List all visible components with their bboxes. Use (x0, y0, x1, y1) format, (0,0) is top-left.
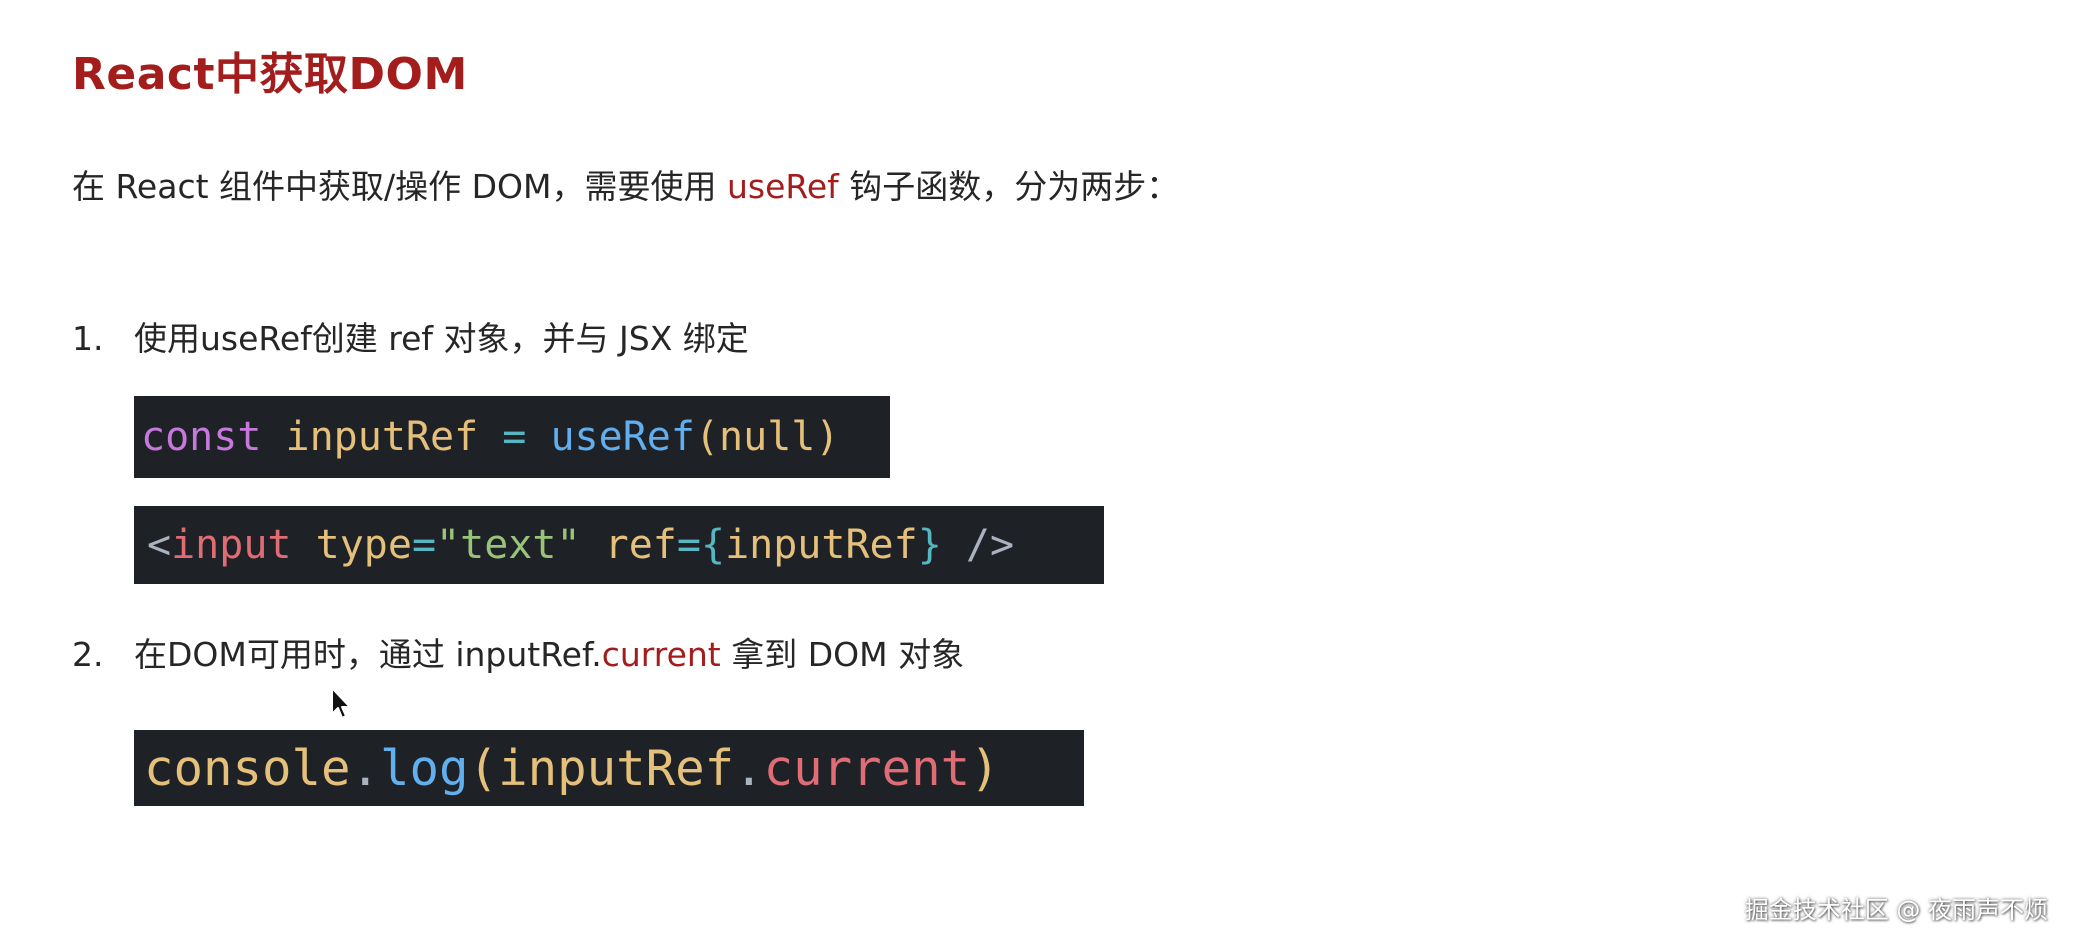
code-property: current (763, 739, 971, 797)
code-function: log (380, 739, 469, 797)
step-1: 1. 使用useRef创建 ref 对象，并与 JSX 绑定 (72, 312, 749, 360)
watermark: 掘金技术社区 @ 夜雨声不烦 (1744, 896, 2048, 924)
intro-text-after: 钩子函数，分为两步： (838, 167, 1180, 206)
code-block-console-log: console.log(inputRef.current) (134, 730, 1084, 806)
code-keyword: const (141, 414, 262, 460)
code-eq: = (411, 522, 437, 568)
code-eq: = (676, 522, 701, 568)
code-ref-value: inputRef (725, 522, 918, 568)
code-attr-type: type (315, 522, 412, 568)
mouse-pointer-icon (331, 687, 351, 719)
code-argument: inputRef (498, 739, 735, 797)
code-tag-name: input (171, 522, 292, 568)
code-brace-open: { (700, 522, 726, 568)
step-2-highlight-current: current (601, 635, 721, 674)
step-1-number: 1. (72, 319, 104, 358)
code-brace-close: } (917, 522, 942, 568)
page-title: React中获取DOM (72, 49, 468, 100)
code-tag-close: /> (965, 522, 1015, 568)
code-dot: . (350, 739, 381, 797)
code-paren-open: ( (468, 739, 499, 797)
step-2-text-before: 在DOM可用时，通过 inputRef. (134, 635, 602, 674)
code-tag-open: < (147, 522, 172, 568)
step-2: 2. 在DOM可用时，通过 inputRef.current 拿到 DOM 对象 (72, 628, 964, 676)
code-paren-open: ( (694, 414, 720, 460)
code-paren-close: ) (970, 739, 1000, 797)
code-paren-close: ) (815, 414, 840, 460)
code-argument: null (719, 414, 816, 460)
code-object: console (144, 739, 351, 797)
code-operator: = (502, 414, 527, 460)
intro-text-before: 在 React 组件中获取/操作 DOM，需要使用 (72, 167, 727, 206)
intro-highlight-useref: useRef (727, 167, 839, 206)
code-function: useRef (550, 414, 695, 460)
intro-paragraph: 在 React 组件中获取/操作 DOM，需要使用 useRef 钩子函数，分为… (72, 160, 1179, 208)
step-1-text: 使用useRef创建 ref 对象，并与 JSX 绑定 (134, 319, 749, 358)
code-variable: inputRef (285, 414, 479, 460)
code-block-create-ref: const inputRef = useRef(null) (134, 396, 890, 478)
code-block-jsx-input: <input type="text" ref={inputRef} /> (134, 506, 1104, 584)
code-attr-ref: ref (604, 522, 677, 568)
code-dot: . (734, 739, 764, 797)
step-2-number: 2. (72, 635, 104, 674)
step-2-text-after: 拿到 DOM 对象 (720, 635, 965, 674)
code-string: "text" (436, 522, 581, 568)
